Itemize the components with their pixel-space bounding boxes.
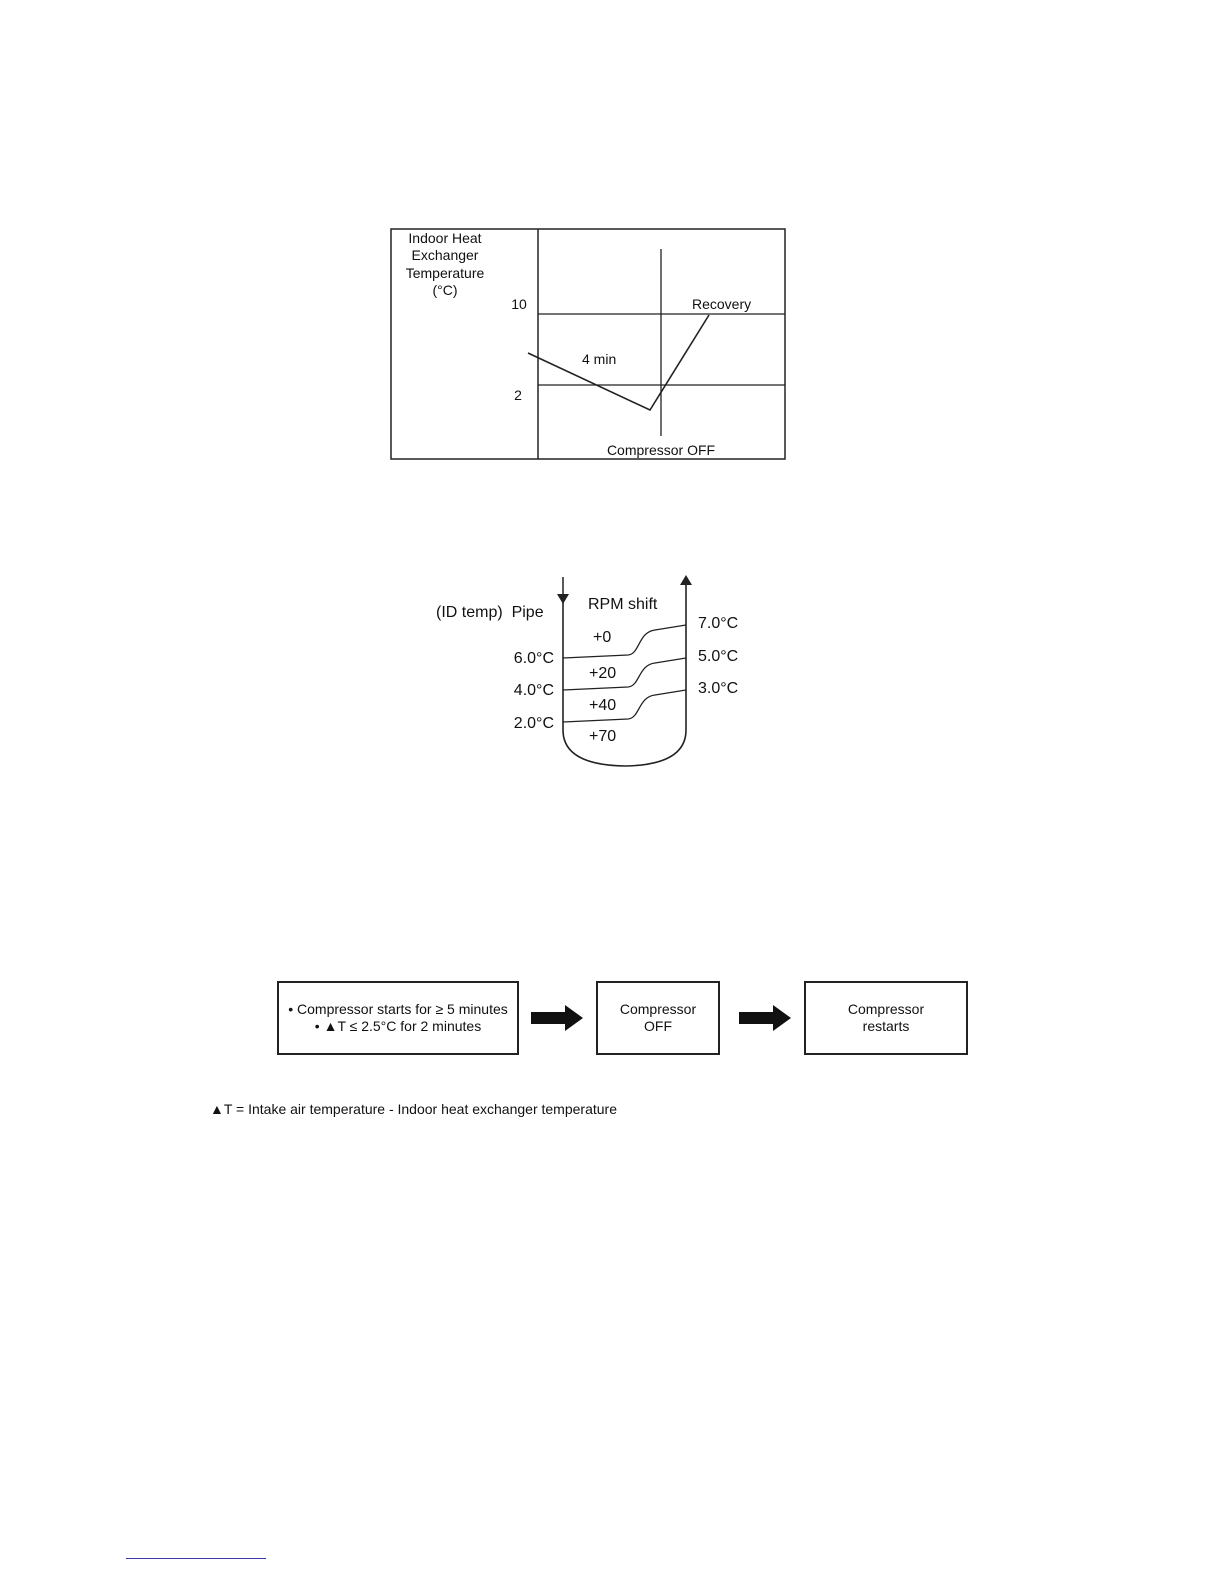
compressor-off-line-1: Compressor [619,1001,697,1017]
left-temp-2: 2.0°C [514,715,554,732]
shift-20: +20 [589,665,616,682]
delta-t-definition: ▲T = Intake air temperature - Indoor hea… [210,1101,617,1117]
right-temp-3: 3.0°C [698,680,738,697]
right-temp-7: 7.0°C [698,615,738,632]
band-line-middle [562,657,687,691]
shift-0: +0 [593,629,611,646]
left-temp-6: 6.0°C [514,650,554,667]
chart-frame [390,228,786,460]
y-axis-label-line4: (°C) [432,282,457,298]
pipe-header: (ID temp) Pipe [436,604,544,621]
condition-line-1: • Compressor starts for ≥ 5 minutes [288,1001,508,1017]
compressor-restarts-box: Compressor restarts [804,981,968,1055]
y-axis-label-line3: Temperature [406,265,485,281]
rpm-shift-header: RPM shift [588,596,658,613]
compressor-off-line-2: OFF [644,1018,672,1034]
tick-label-2: 2 [514,387,522,403]
left-temp-4: 4.0°C [514,682,554,699]
recovery-label: Recovery [692,296,751,312]
condition-box: • Compressor starts for ≥ 5 minutes • ▲T… [277,981,519,1055]
band-line-lower [562,689,687,723]
footer-rule [126,1558,266,1559]
compressor-off-label: Compressor OFF [607,442,715,458]
shift-70: +70 [589,728,616,745]
compressor-off-box: Compressor OFF [596,981,720,1055]
y-axis-label-line2: Exchanger [412,247,479,263]
freeze-prevention-chart: Indoor Heat Exchanger Temperature (°C) 1… [390,228,786,460]
tick-label-10: 10 [511,296,527,312]
down-arrow-icon [557,594,569,604]
condition-line-2: • ▲T ≤ 2.5°C for 2 minutes [314,1018,482,1034]
up-arrow-icon [680,575,692,585]
shift-40: +40 [589,697,616,714]
right-arrow-icon [739,1005,791,1031]
right-temp-5: 5.0°C [698,648,738,665]
rpm-shift-diagram: (ID temp) Pipe RPM shift 6.0°C 4.0°C 2.0… [436,575,738,767]
duration-label: 4 min [582,351,616,367]
band-container [562,585,687,767]
band-line-upper [562,624,687,659]
compressor-restarts-line-1: Compressor [847,1001,925,1017]
y-axis-label-line1: Indoor Heat [408,230,481,246]
compressor-restarts-line-2: restarts [862,1018,910,1034]
temperature-curve [527,314,710,412]
right-arrow-icon [531,1005,583,1031]
